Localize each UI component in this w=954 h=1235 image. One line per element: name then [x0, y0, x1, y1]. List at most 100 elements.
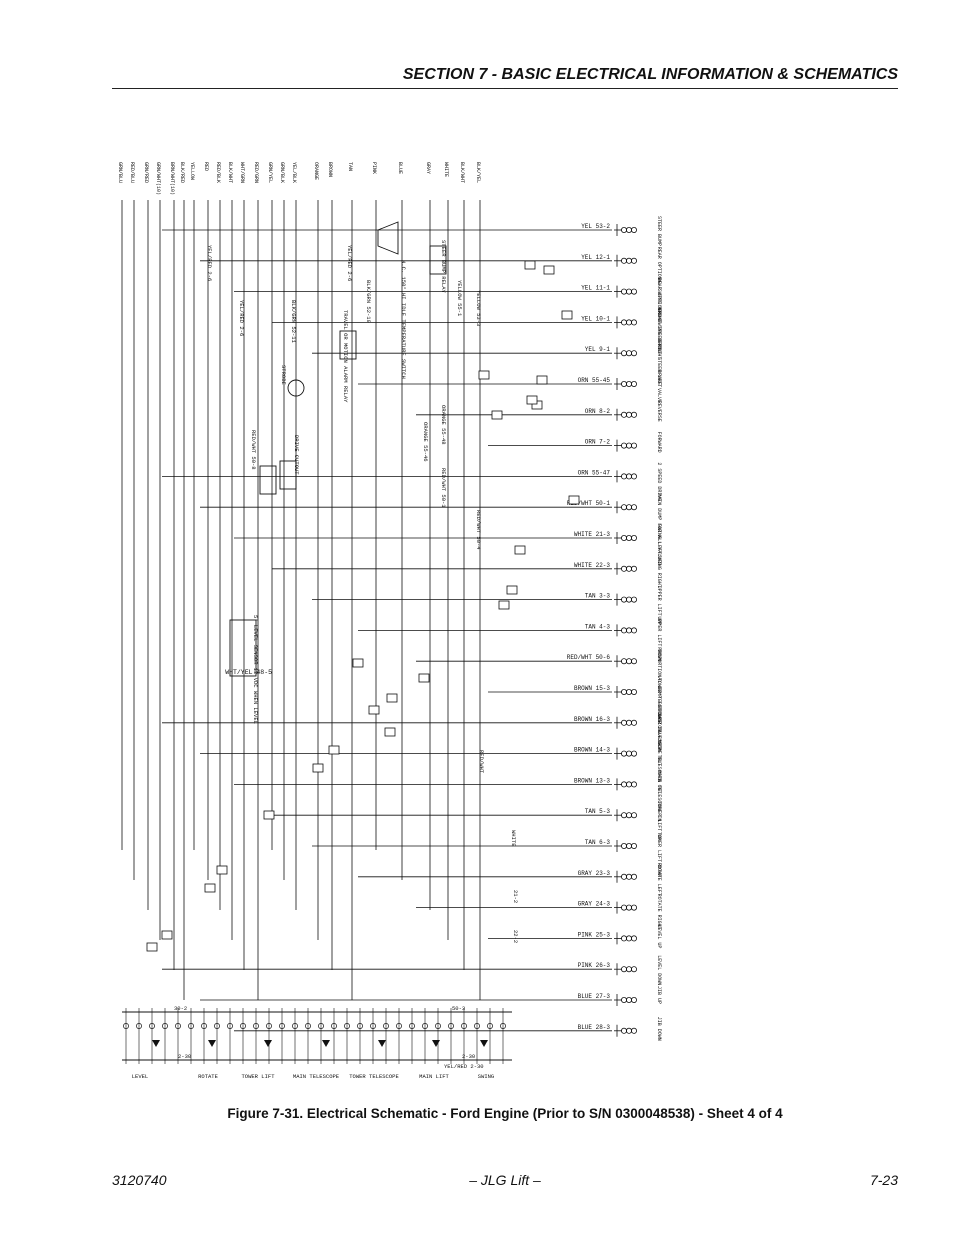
diode-icon: [264, 1040, 272, 1047]
coil-symbol: [626, 997, 633, 1004]
coil-symbol: [631, 596, 638, 603]
coil-symbol: [626, 935, 633, 942]
valve-group-label: MAIN LIFT: [419, 1073, 449, 1080]
coil-symbol: [626, 257, 633, 264]
diode-icon: [208, 1040, 216, 1047]
coil-symbol: [631, 812, 638, 819]
valve-coil: [383, 1023, 389, 1029]
top-wire-label: ORANGE: [313, 162, 319, 180]
top-wire-label: GRN/WHT(10): [155, 162, 161, 195]
valve-function-label: MAIN TELESCOPE IN: [656, 770, 662, 821]
wire-number-label: YEL 9-1: [585, 346, 611, 353]
coil-symbol: [620, 966, 627, 973]
coil-symbol: [620, 689, 627, 696]
coil-symbol: [626, 473, 633, 480]
coil-symbol: [631, 442, 638, 449]
inline-wire-label: YEL/RED 2-6: [238, 300, 245, 336]
wire-number-label: RED/WHT 50-1: [567, 500, 611, 507]
connector-box: [498, 600, 510, 610]
inline-wire-label: 21-2: [512, 890, 519, 903]
coil-symbol: [631, 843, 638, 850]
level-sensor-box: [229, 619, 257, 677]
valve-function-label: ROTATE LEFT: [656, 863, 662, 896]
coil-symbol: [626, 1027, 633, 1034]
coil-symbol: [631, 689, 638, 696]
coil-symbol: [631, 257, 638, 264]
wire-number-label: ORN 55-45: [578, 377, 611, 384]
coil-symbol: [626, 411, 633, 418]
coil-symbol: [626, 873, 633, 880]
valve-coil: [461, 1023, 467, 1029]
coil-symbol: [626, 350, 633, 357]
valve-coil: [409, 1023, 415, 1029]
coil-symbol: [620, 504, 627, 511]
top-wire-label: GRN/BLK: [279, 162, 285, 183]
valve-coil: [253, 1023, 259, 1029]
section-title: SECTION 7 - BASIC ELECTRICAL INFORMATION…: [402, 66, 898, 83]
coil-symbol: [626, 596, 633, 603]
bottom-wire-label: 30-2: [174, 1005, 187, 1012]
coil-symbol: [631, 904, 638, 911]
connector-box: [568, 495, 580, 505]
connector-box: [561, 310, 573, 320]
coil-symbol: [626, 689, 633, 696]
top-wire-label: BLK/RED: [179, 162, 185, 183]
relay-box: [259, 465, 277, 495]
wire-number-label: RED/WHT 50-6: [567, 654, 611, 661]
coil-symbol: [626, 812, 633, 819]
valve-coil: [292, 1023, 298, 1029]
valve-function-label: TOWER LIFT UP: [656, 801, 662, 840]
inline-wire-label: TRAVEL OR MOTION ALARM RELAY: [342, 310, 349, 403]
connector-box: [384, 727, 396, 737]
top-wire-label: BRN/WHT(10): [169, 162, 175, 195]
connector-box: [328, 745, 340, 755]
coil-symbol: [626, 627, 633, 634]
connector-box: [506, 585, 518, 595]
inline-wire-label: YEL/RED 2-6: [346, 245, 353, 281]
diode-icon: [480, 1040, 488, 1047]
connector-box: [204, 883, 216, 893]
valve-coil: [266, 1023, 272, 1029]
coil-symbol: [631, 319, 638, 326]
valve-coil: [240, 1023, 246, 1029]
wire-number-label: YEL 11-1: [581, 285, 610, 292]
wire-number-label: YEL 10-1: [581, 315, 610, 322]
wire-number-label: ORN 7-2: [585, 439, 611, 446]
wire-number-label: PINK 25-3: [578, 931, 611, 938]
valve-function-label: FORWARD: [656, 432, 662, 453]
valve-coil: [214, 1023, 220, 1029]
connector-box: [352, 658, 364, 668]
coil-symbol: [626, 719, 633, 726]
valve-coil: [487, 1023, 493, 1029]
valve-function-label: STEER BUMP: [656, 216, 662, 246]
diode-icon: [152, 1040, 160, 1047]
top-wire-label: RED/GRN: [253, 162, 259, 183]
inline-wire-label: YELLOW 53-3: [475, 290, 482, 326]
coil-symbol: [626, 904, 633, 911]
coil-symbol: [631, 750, 638, 757]
inline-wire-label: WHITE: [510, 830, 517, 847]
inline-wire-label: 22-2: [512, 930, 519, 943]
wire-number-label: BROWN 15-3: [574, 685, 610, 692]
valve-function-label: 2 SPEED DRIVE: [656, 462, 662, 501]
wire-number-label: GRAY 24-3: [578, 901, 611, 908]
connector-box: [478, 370, 490, 380]
connector-box: [514, 545, 526, 555]
inline-wire-label: RED/WHT 50-1: [440, 468, 447, 508]
inline-wire-label: 5° LEVEL SENSOR 12 VDC WHEN LEVEL: [252, 615, 259, 724]
wire-number-label: TAN 3-3: [585, 593, 611, 600]
connector-box: [524, 260, 536, 270]
wire-number-label: BROWN 16-3: [574, 716, 610, 723]
inline-wire-label: STEER BUMP RELAY: [440, 240, 447, 294]
diode-icon: [378, 1040, 386, 1047]
top-wire-label: GRN/YEL: [267, 162, 273, 183]
inline-wire-label: RED/WHT 50-4: [475, 510, 482, 550]
valve-function-label: UPPER LIFT DOWN: [656, 616, 662, 661]
document-number: 3120740: [112, 1172, 167, 1188]
coil-symbol: [631, 966, 638, 973]
top-wire-label: BLK/YEL: [475, 162, 481, 183]
coil-symbol: [631, 781, 638, 788]
wire-number-label: BROWN 13-3: [574, 777, 610, 784]
connector-box: [386, 693, 398, 703]
coil-symbol: [631, 288, 638, 295]
